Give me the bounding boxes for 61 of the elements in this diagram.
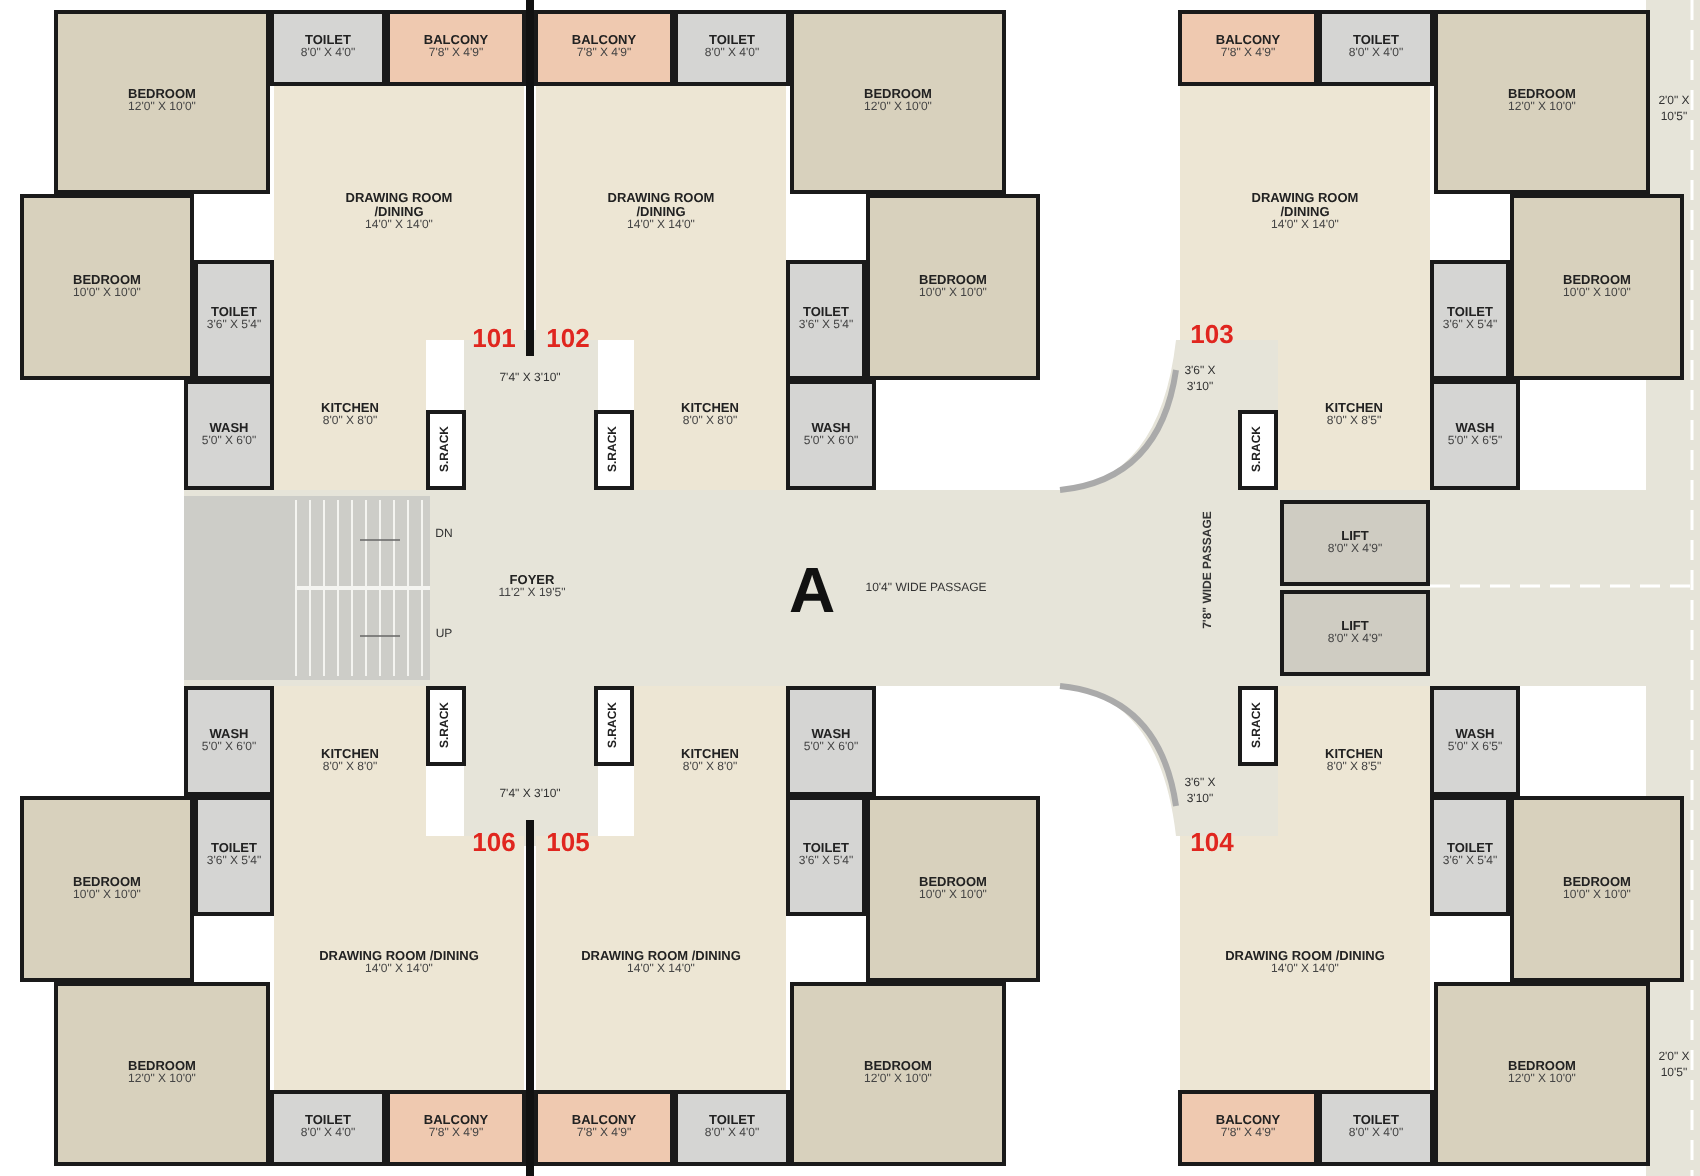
wash-area-room (184, 686, 274, 796)
toilet-room (194, 796, 274, 916)
kitchen-room (1278, 686, 1430, 836)
bedroom-room (20, 194, 194, 380)
bedroom-room (1510, 796, 1684, 982)
bedroom-room (790, 10, 1006, 194)
drawing-room-room (1180, 86, 1430, 340)
kitchen-room (274, 340, 426, 490)
balcony-room (534, 1090, 674, 1166)
storage-rack-room (426, 686, 466, 766)
bedroom-room (866, 194, 1040, 380)
bedroom-room (1434, 982, 1650, 1166)
block-letter: A (788, 558, 836, 622)
kitchen-room (274, 686, 426, 836)
wash-area-room (786, 380, 876, 490)
kitchen-room (634, 340, 786, 490)
toilet-room (1430, 796, 1510, 916)
bedroom-room (1434, 10, 1650, 194)
kitchen-room (634, 686, 786, 836)
toilet-room (194, 260, 274, 380)
drawing-room-room (274, 836, 524, 1090)
toilet-room (674, 10, 790, 86)
storage-rack-room (594, 686, 634, 766)
toilet-room (786, 796, 866, 916)
wash-area-room (1430, 380, 1520, 490)
wash-area-room (786, 686, 876, 796)
bedroom-room (54, 982, 270, 1166)
toilet-room (270, 10, 386, 86)
unit-number: 103 (1190, 316, 1234, 353)
toilet-room (674, 1090, 790, 1166)
bedroom-room (20, 796, 194, 982)
drawing-room-room (536, 836, 786, 1090)
bedroom-room (866, 796, 1040, 982)
toilet-room (786, 260, 866, 380)
bedroom-room (54, 10, 270, 194)
wash-area-room (184, 380, 274, 490)
unit-number: 104 (1190, 824, 1234, 861)
balcony-room (386, 10, 526, 86)
unit-number: 102 (546, 320, 590, 357)
balcony-room (1178, 1090, 1318, 1166)
storage-rack-room (1238, 410, 1278, 490)
bedroom-room (790, 982, 1006, 1166)
unit-number: 105 (546, 824, 590, 861)
unit-number: 101 (472, 320, 516, 357)
balcony-room (1178, 10, 1318, 86)
toilet-room (1430, 260, 1510, 380)
balcony-room (386, 1090, 526, 1166)
kitchen-room (1278, 340, 1430, 490)
toilet-room (1318, 1090, 1434, 1166)
toilet-room (270, 1090, 386, 1166)
storage-rack-room (1238, 686, 1278, 766)
balcony-room (534, 10, 674, 86)
storage-rack-room (426, 410, 466, 490)
wash-area-room (1430, 686, 1520, 796)
drawing-room-room (1180, 836, 1430, 1090)
lift-shaft (1280, 500, 1430, 586)
bedroom-room (1510, 194, 1684, 380)
toilet-room (1318, 10, 1434, 86)
lift-shaft (1280, 590, 1430, 676)
storage-rack-room (594, 410, 634, 490)
unit-number: 106 (472, 824, 516, 861)
